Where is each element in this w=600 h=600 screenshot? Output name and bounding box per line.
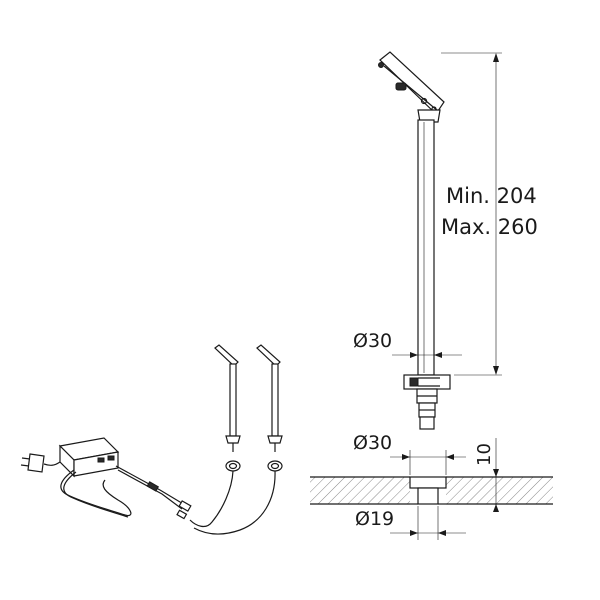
flange-diameter-dimension xyxy=(390,450,466,475)
lamp-head xyxy=(378,51,445,115)
kit-illustration xyxy=(20,344,283,535)
lamp-flange xyxy=(403,374,451,390)
mains-plug xyxy=(20,453,61,473)
height-min-label: Min. 204 xyxy=(446,184,537,208)
kit-lamp-left xyxy=(214,344,241,472)
kit-lamp-right xyxy=(256,344,283,472)
tube-diameter-label: Ø30 xyxy=(353,330,392,352)
hole-diameter-dimension xyxy=(390,506,466,540)
flange-diameter-label: Ø30 xyxy=(353,432,392,454)
hole-diameter-label: Ø19 xyxy=(355,508,394,530)
lamp-stem xyxy=(416,388,438,430)
lamp-joint xyxy=(417,109,441,123)
driver-box xyxy=(58,437,120,478)
height-max-label: Max. 260 xyxy=(441,215,538,239)
mounting-section xyxy=(310,476,553,505)
lamp-side-view xyxy=(378,51,451,430)
height-dimension xyxy=(441,52,502,376)
tube-diameter-dimension xyxy=(392,352,462,358)
depth-dimension xyxy=(493,438,499,512)
lamp-tube xyxy=(417,119,435,376)
depth-label: 10 xyxy=(474,443,495,466)
